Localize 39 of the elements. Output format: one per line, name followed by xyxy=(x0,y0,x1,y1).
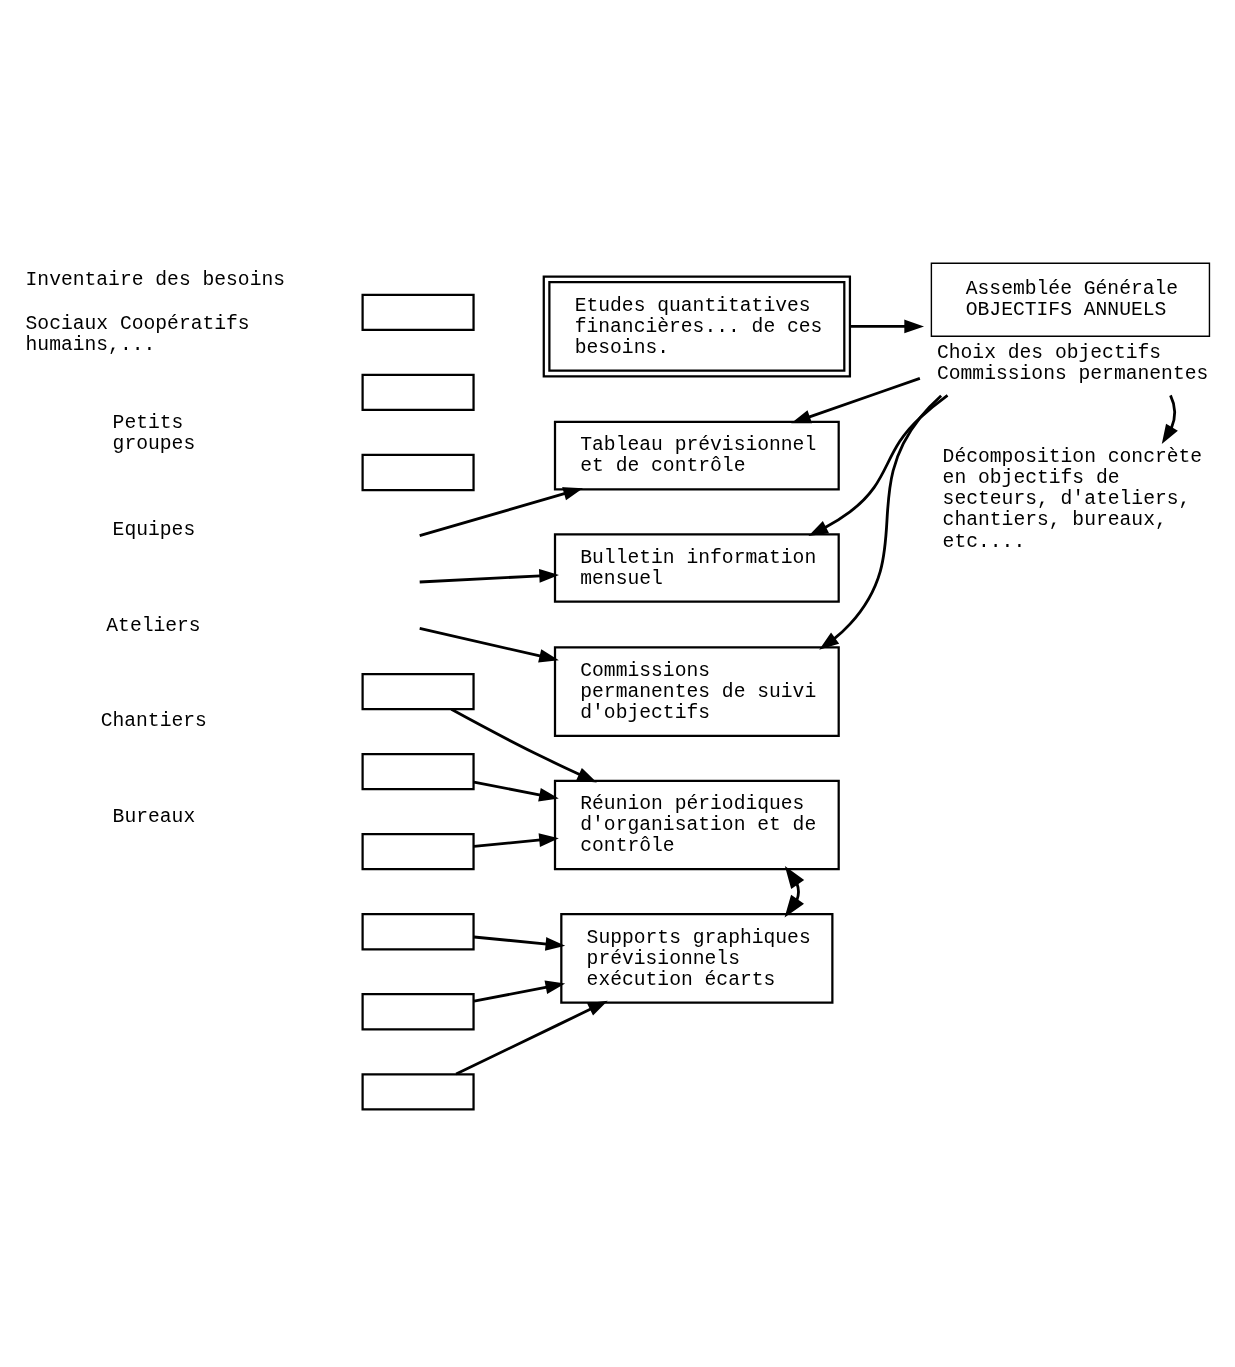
node-box xyxy=(361,833,475,871)
arrow xyxy=(784,866,805,918)
label: Bureaux xyxy=(112,805,196,828)
node-text: Inventaire des besoins Sociaux Coopératifs humains,... xyxy=(25,269,286,356)
arrow xyxy=(808,394,949,537)
node-box xyxy=(361,913,475,951)
arrow xyxy=(473,980,566,1003)
arrow xyxy=(419,627,559,663)
node-box xyxy=(361,1073,475,1111)
node-box: Etudes quantitatives financières... de ces besoins. xyxy=(542,275,852,378)
label: Petits groupes xyxy=(112,411,196,455)
node-box xyxy=(361,373,475,412)
node-box xyxy=(361,752,475,791)
node-box xyxy=(361,453,475,492)
arrow xyxy=(419,569,559,584)
arrow xyxy=(819,394,943,650)
arrow xyxy=(450,708,597,783)
arrow xyxy=(473,833,559,848)
label: Ateliers xyxy=(106,614,201,637)
label: Equipes xyxy=(112,519,196,542)
node-box xyxy=(361,672,475,711)
node-box: Supports graphiques prévisionnels exécution écarts xyxy=(560,913,834,1004)
arrow xyxy=(791,377,921,424)
node-box xyxy=(361,993,475,1031)
node-box: Tableau prévisionnel et de contrôle xyxy=(553,420,840,491)
node-label: Choix des objectifs Commissions permanentes xyxy=(937,341,1209,385)
node-box: Assemblée Générale OBJECTIFS ANNUELS xyxy=(930,262,1211,337)
node-box: Commissions permanentes de suivi d'objectifs xyxy=(553,646,840,737)
node-box xyxy=(361,293,475,332)
arrow xyxy=(455,1000,608,1076)
node-text: Décomposition concrète en objectifs de secteurs, d'ateliers, chantiers, bureaux, etc.... xyxy=(942,446,1203,553)
arrow xyxy=(473,935,566,951)
node-box: Réunion périodiques d'organisation et de contrôle xyxy=(553,779,840,871)
arrow xyxy=(473,780,559,802)
arrow xyxy=(1161,394,1178,445)
arrow xyxy=(419,487,583,537)
label: Chantiers xyxy=(100,710,207,733)
arrow xyxy=(850,319,925,334)
node-box: Bulletin information mensuel xyxy=(553,533,840,603)
